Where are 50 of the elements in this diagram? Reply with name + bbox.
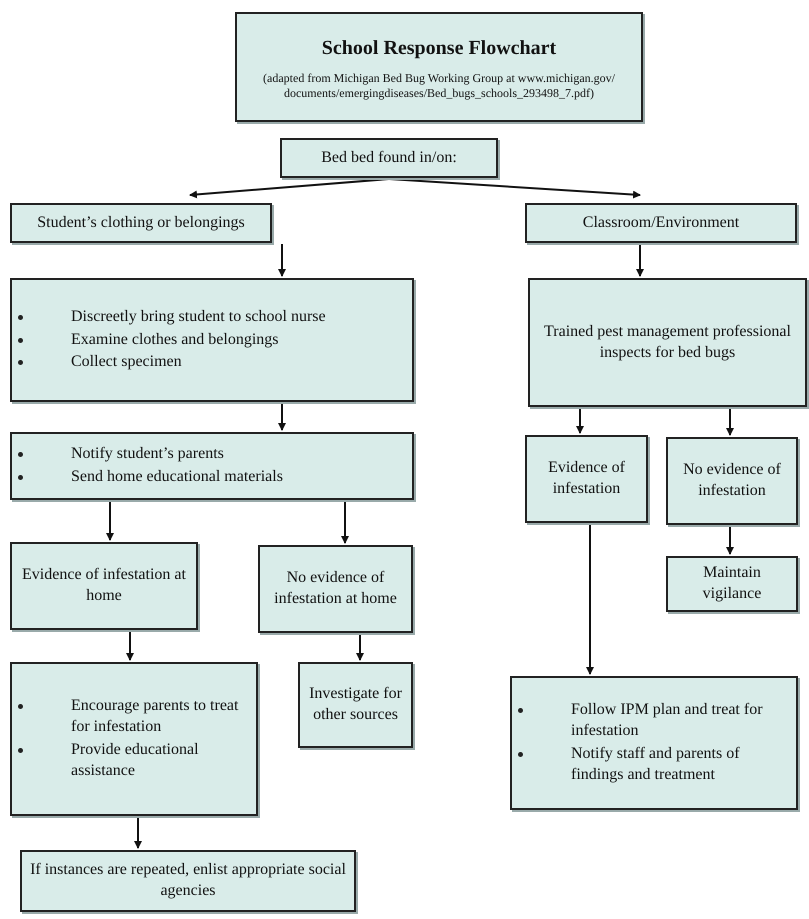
process-box — [10, 203, 272, 243]
process-box — [10, 662, 258, 816]
step-text: Discreetly bring student to school nurse — [71, 306, 326, 327]
step-text: Evidence of infestation at home — [21, 565, 187, 606]
step-text: If instances are repeated, enlist appropriate social agencies — [29, 860, 347, 901]
step-text: Evidence of infestation — [547, 458, 626, 499]
step-text: Provide educational assistance — [71, 740, 200, 781]
arrow — [356, 634, 364, 661]
arrow — [576, 408, 584, 434]
source-note: (adapted from Michigan Bed Bug Working Group at www.michigan.gov/ documents/emergingdiseases/Bed_bugs_schools_293498_7.pdf) — [262, 71, 616, 101]
arrow — [636, 244, 644, 277]
title-box — [235, 12, 643, 122]
arrow — [726, 408, 734, 436]
arrow — [278, 403, 286, 431]
start-box — [280, 138, 498, 178]
outcome-box — [525, 435, 648, 523]
arrow — [726, 526, 734, 555]
process-box — [20, 850, 356, 912]
outcome-box — [10, 542, 198, 630]
step-text: Student’s clothing or belongings — [37, 212, 245, 233]
arrow — [341, 501, 349, 544]
step-text: No evidence of infestation at home — [273, 568, 398, 609]
arrow — [106, 501, 114, 541]
step-text: Notify staff and parents of findings and treatment — [571, 744, 741, 785]
step-text: Encourage parents to treat for infestation — [71, 696, 240, 738]
process-box — [10, 278, 414, 402]
step-text: Bed bed found in/on: — [321, 148, 457, 168]
step-text: Send home educational materials — [71, 467, 283, 487]
process-box — [528, 278, 807, 407]
process-box — [666, 556, 798, 612]
process-box — [525, 203, 797, 243]
process-box — [510, 676, 798, 810]
step-text: Collect specimen — [71, 352, 182, 372]
arrow — [126, 631, 134, 661]
step-text: Maintain vigilance — [702, 563, 762, 604]
step-text: Notify student’s parents — [71, 444, 224, 464]
arrow — [278, 244, 286, 277]
process-box — [298, 662, 413, 748]
step-text: Classroom/Environment — [582, 212, 740, 233]
arrow — [134, 817, 142, 849]
step-text: Examine clothes and belongings — [71, 330, 279, 350]
step-text: Investigate for other sources — [308, 684, 403, 725]
process-box — [10, 432, 414, 500]
outcome-box — [258, 545, 413, 633]
step-text: No evidence of infestation — [682, 460, 782, 501]
step-text: Follow IPM plan and treat for infestation — [571, 700, 764, 742]
arrow — [586, 524, 594, 675]
step-text: Trained pest management professional inspects for bed bugs — [543, 322, 792, 362]
outcome-box — [666, 437, 798, 525]
box-heading: School Response Flowchart — [322, 36, 556, 61]
